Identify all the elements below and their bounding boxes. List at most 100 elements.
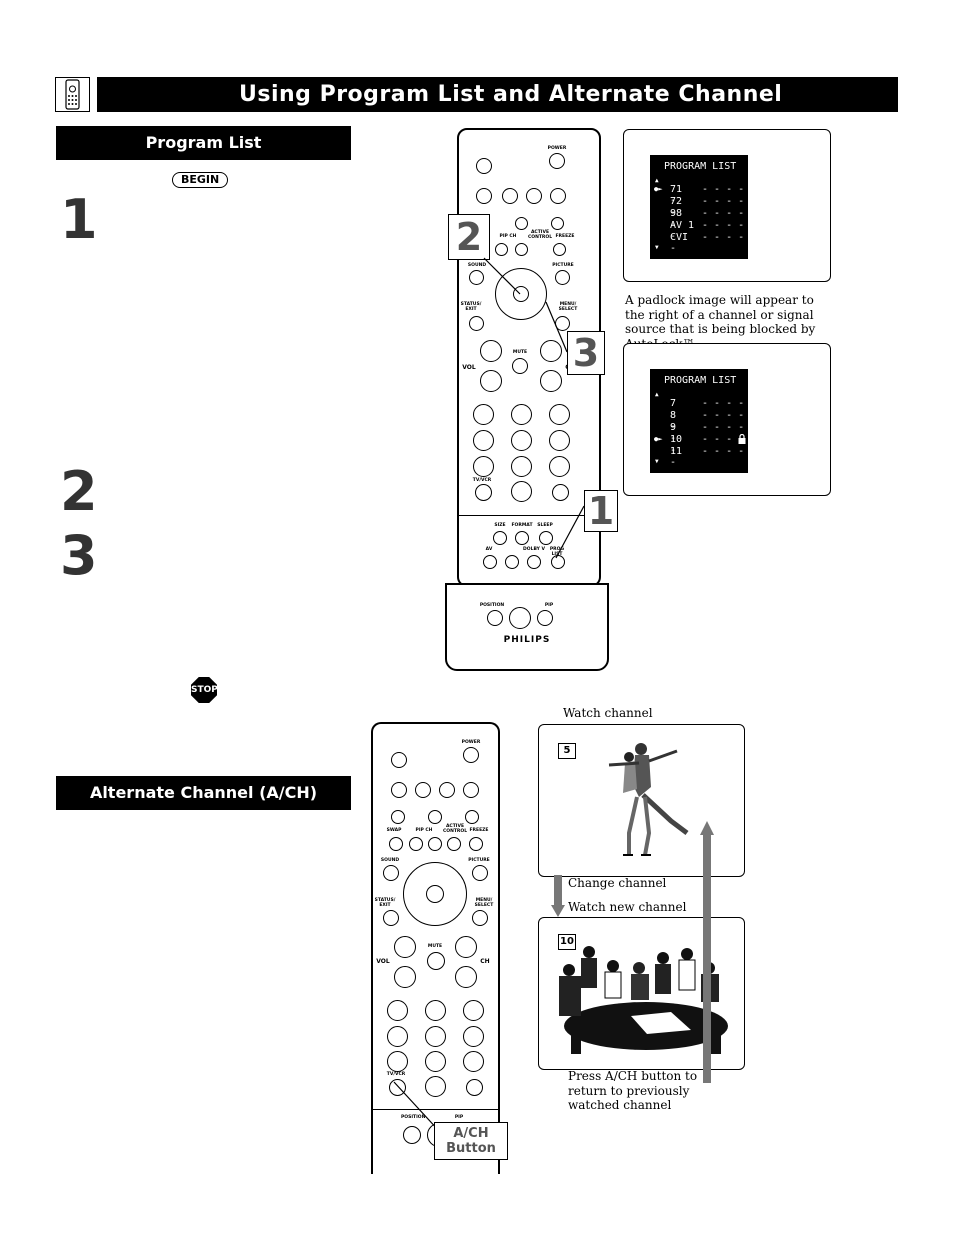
- digit-1-button[interactable]: [473, 404, 494, 425]
- pip-button[interactable]: [537, 610, 553, 626]
- tvvcr-label: TV/VCR: [386, 1072, 406, 1077]
- mute-label: MUTE: [512, 350, 528, 355]
- digit-7-button[interactable]: [387, 1051, 408, 1072]
- digit-6-button[interactable]: [463, 1026, 484, 1047]
- callout-step-3: 3: [567, 331, 605, 375]
- ok-button[interactable]: [513, 286, 529, 302]
- ch-down-button[interactable]: [540, 370, 562, 392]
- rewind-button[interactable]: [391, 782, 407, 798]
- sound-label: SOUND: [467, 263, 487, 268]
- digit-2-button[interactable]: [425, 1000, 446, 1021]
- status-exit-label: STATUS/ EXIT: [460, 302, 482, 312]
- sound-button[interactable]: [469, 270, 484, 285]
- ch-down-button[interactable]: [455, 966, 477, 988]
- play-button[interactable]: [439, 782, 455, 798]
- acc-button[interactable]: [551, 217, 564, 230]
- osd1-row: 72- - - - -: [670, 196, 745, 218]
- stop-button[interactable]: [502, 188, 518, 204]
- vcr-button[interactable]: [515, 217, 528, 230]
- vcr-button[interactable]: [428, 810, 442, 824]
- digit-2-button[interactable]: [511, 404, 532, 425]
- digit-1-button[interactable]: [387, 1000, 408, 1021]
- dolby-button[interactable]: [505, 555, 519, 569]
- ok-button[interactable]: [426, 885, 444, 903]
- digit-5-button[interactable]: [511, 430, 532, 451]
- pip-up-button[interactable]: [515, 243, 528, 256]
- position-button[interactable]: [403, 1126, 421, 1144]
- menu-select-label: MENU/ SELECT: [474, 898, 494, 908]
- play-button[interactable]: [526, 188, 542, 204]
- sleep-button[interactable]: [539, 531, 553, 545]
- digit-9-button[interactable]: [463, 1051, 484, 1072]
- mute-button[interactable]: [427, 952, 445, 970]
- freeze-button[interactable]: [553, 243, 566, 256]
- digit-4-button[interactable]: [387, 1026, 408, 1047]
- mute-button[interactable]: [512, 358, 528, 374]
- position-button[interactable]: [487, 610, 503, 626]
- status-exit-button[interactable]: [469, 316, 484, 331]
- digit-9-button[interactable]: [549, 456, 570, 477]
- digit-6-button[interactable]: [549, 430, 570, 451]
- tv-button[interactable]: [391, 810, 405, 824]
- power-label: POWER: [461, 740, 481, 745]
- ach-button[interactable]: [389, 1079, 406, 1096]
- digit-3-button[interactable]: [463, 1000, 484, 1021]
- pip-dn-button[interactable]: [409, 837, 423, 851]
- osd2-row: 10- - - - -: [670, 434, 745, 456]
- step-number-3: 3: [60, 524, 98, 587]
- acc-button[interactable]: [465, 810, 479, 824]
- menu-select-button[interactable]: [472, 910, 488, 926]
- position-label: POSITION: [479, 603, 505, 608]
- fastforward-button[interactable]: [550, 188, 566, 204]
- swap-button[interactable]: [389, 837, 403, 851]
- sound-button[interactable]: [383, 865, 399, 881]
- pip-up-button[interactable]: [428, 837, 442, 851]
- digit-5-button[interactable]: [425, 1026, 446, 1047]
- status-exit-button[interactable]: [383, 910, 399, 926]
- osd1-row: AV 1- - - - -: [670, 220, 745, 242]
- digit-4-button[interactable]: [473, 430, 494, 451]
- program-list-header: Program List: [56, 126, 351, 160]
- power-button[interactable]: [463, 747, 479, 763]
- digit-7-button[interactable]: [473, 456, 494, 477]
- pause-button[interactable]: [391, 752, 407, 768]
- surf-button[interactable]: [466, 1079, 483, 1096]
- vol-up-button[interactable]: [480, 340, 502, 362]
- ach-callout-line2: Button: [446, 1141, 496, 1156]
- surf-button[interactable]: [552, 484, 569, 501]
- digit-8-button[interactable]: [425, 1051, 446, 1072]
- remote-bottom-drawer: POSITION PIP PHILIPS: [445, 583, 609, 671]
- active-control-button[interactable]: [447, 837, 461, 851]
- format-label: FORMAT: [511, 523, 533, 528]
- picture-button[interactable]: [555, 270, 570, 285]
- pip-center-button[interactable]: [509, 607, 531, 629]
- tv-screen-program-list-2: PROGRAM LIST ▲ 7- - - - - 8- - - - - 9- …: [623, 343, 831, 496]
- digit-0-button[interactable]: [425, 1076, 446, 1097]
- vol-down-button[interactable]: [480, 370, 502, 392]
- digit-3-button[interactable]: [549, 404, 570, 425]
- osd1-row: CVI- - - - -: [670, 232, 745, 254]
- fastforward-button[interactable]: [463, 782, 479, 798]
- power-button[interactable]: [549, 153, 565, 169]
- stop-button[interactable]: [415, 782, 431, 798]
- format-button[interactable]: [515, 531, 529, 545]
- vol-down-button[interactable]: [394, 966, 416, 988]
- picture-button[interactable]: [472, 865, 488, 881]
- digit-8-button[interactable]: [511, 456, 532, 477]
- osd2-row: 11- - - - -: [670, 446, 745, 468]
- freeze-label: FREEZE: [469, 828, 489, 833]
- rewind-button[interactable]: [476, 188, 492, 204]
- av-button[interactable]: [483, 555, 497, 569]
- vol-up-button[interactable]: [394, 936, 416, 958]
- pause-button[interactable]: [476, 158, 492, 174]
- sap-button[interactable]: [493, 531, 507, 545]
- ach-button[interactable]: [475, 484, 492, 501]
- freeze-button[interactable]: [469, 837, 483, 851]
- ch-up-button[interactable]: [540, 340, 562, 362]
- pip-dn-button[interactable]: [495, 243, 508, 256]
- osd1-title: PROGRAM LIST: [664, 161, 737, 172]
- digit-0-button[interactable]: [511, 481, 532, 502]
- position-label: POSITION: [401, 1115, 426, 1120]
- dolby-v-button[interactable]: [527, 555, 541, 569]
- ch-up-button[interactable]: [455, 936, 477, 958]
